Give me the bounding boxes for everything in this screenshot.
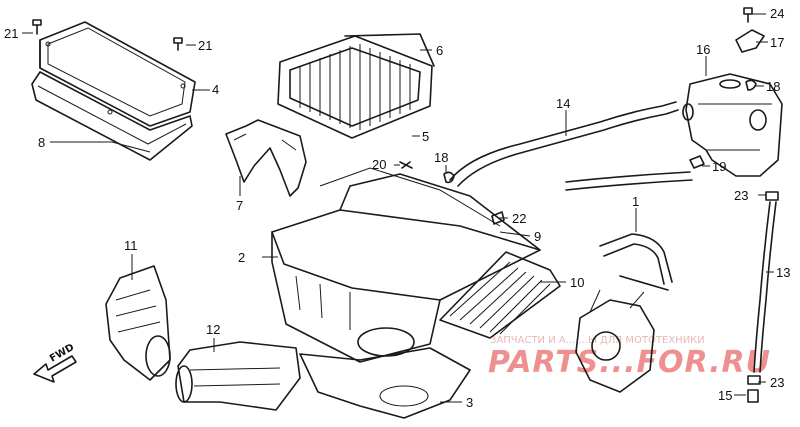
bolt-20 [399, 161, 413, 169]
watermark-tagline: ЗАПЧАСТИ И А... ...Ы ДЛЯ МОТОТЕХНИКИ [490, 335, 705, 346]
callout-4: 4 [212, 82, 219, 97]
filter-screen [439, 251, 561, 339]
filter-element [277, 33, 435, 139]
callout-22: 22 [512, 211, 526, 226]
intake-duct-11 [105, 265, 171, 381]
callout-labels: 21 21 4 8 6 5 7 20 18 14 16 24 17 18 19 … [4, 6, 790, 410]
watermark-logo: PARTS...FOR.RU [488, 345, 771, 380]
callout-21-right: 21 [198, 38, 212, 53]
screw-22 [491, 211, 505, 225]
screw-21-right [173, 37, 183, 51]
callout-11: 11 [124, 238, 138, 253]
reservoir-tank [682, 73, 783, 177]
callout-16: 16 [696, 42, 710, 57]
breather-hose-14 [449, 101, 679, 187]
fwd-direction-marker: FWD [33, 342, 77, 383]
callout-13: 13 [776, 265, 790, 280]
callout-17: 17 [770, 35, 784, 50]
callout-5: 5 [422, 129, 429, 144]
hose-1 [565, 171, 693, 291]
cover-gasket [31, 71, 193, 161]
drain-tube [747, 191, 779, 385]
leader-lines [22, 13, 774, 403]
wire-clip [225, 119, 307, 197]
callout-3: 3 [466, 395, 473, 410]
case-bottom-plate [299, 347, 471, 419]
callout-23-lower: 23 [770, 375, 784, 390]
drain-plug [747, 389, 759, 403]
intake-duct-12 [175, 341, 301, 411]
callout-9: 9 [534, 229, 541, 244]
clamp-19 [689, 155, 705, 169]
watermark: ЗАПЧАСТИ И А... ...Ы ДЛЯ МОТОТЕХНИКИ PAR… [488, 335, 771, 380]
callout-15: 15 [718, 388, 732, 403]
callout-1: 1 [632, 194, 639, 209]
callout-19: 19 [712, 159, 726, 174]
callout-7: 7 [236, 198, 243, 213]
clamp-18-right [745, 79, 757, 91]
callout-8: 8 [38, 135, 45, 150]
callout-10: 10 [570, 275, 584, 290]
callout-24: 24 [770, 6, 784, 21]
callout-18-right: 18 [766, 79, 780, 94]
callout-21-left: 21 [4, 26, 18, 41]
callout-18-left: 18 [434, 150, 448, 165]
air-cleaner-cover [39, 21, 196, 127]
air-cleaner-case [271, 167, 541, 363]
callout-14: 14 [556, 96, 570, 111]
callout-6: 6 [436, 43, 443, 58]
callout-23-upper: 23 [734, 188, 748, 203]
callout-2: 2 [238, 250, 245, 265]
tank-cap [735, 7, 765, 53]
screw-21-left [32, 19, 42, 35]
callout-20: 20 [372, 157, 386, 172]
carburetor [575, 289, 655, 393]
callout-12: 12 [206, 322, 220, 337]
